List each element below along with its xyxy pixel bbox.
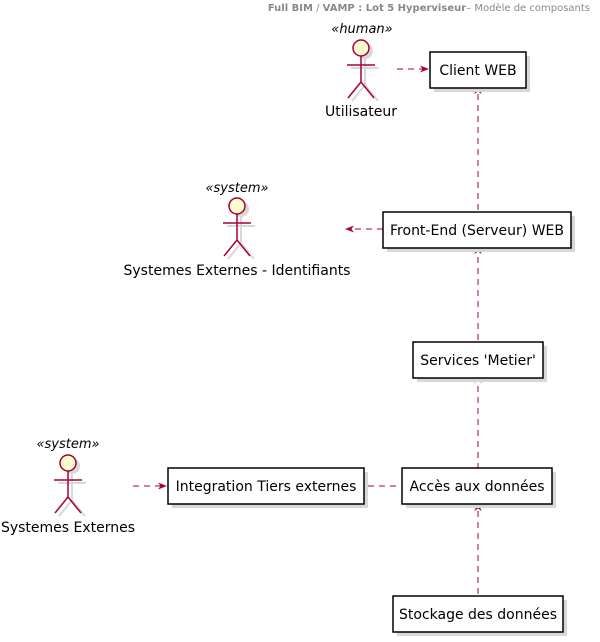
actor-ext-stereotype: «system» [36, 437, 99, 452]
component-client-web: Client WEB [429, 51, 530, 92]
header-separator: / [313, 3, 323, 14]
actor-ext-ident-label: Systemes Externes - Identifiants [124, 263, 351, 279]
header-part3: – Modèle de composants [466, 2, 590, 14]
component-client-web-label: Client WEB [439, 63, 516, 79]
component-services-label: Services 'Metier' [420, 353, 536, 369]
component-stockage-donnees: Stockage des données [392, 595, 567, 636]
component-services-metier: Services 'Metier' [412, 341, 547, 382]
component-front-end-label: Front-End (Serveur) WEB [390, 223, 564, 239]
actor-ext-ident-stereotype: «system» [205, 181, 268, 196]
person-icon [223, 197, 255, 260]
actor-systemes-externes: «system» Systemes Externes [1, 437, 135, 536]
actor-utilisateur: «human» Utilisateur [325, 22, 397, 120]
actor-ext-label: Systemes Externes [1, 520, 135, 536]
header-part2: VAMP : Lot 5 Hyperviseur [323, 3, 467, 14]
header-part1: Full BIM [268, 3, 313, 14]
actor-systemes-externes-identifiants: «system» Systemes Externes - Identifiant… [124, 181, 351, 279]
component-stockage-label: Stockage des données [399, 607, 557, 623]
diagram-header: Full BIM / VAMP : Lot 5 Hyperviseur– Mod… [268, 2, 590, 14]
component-acces-label: Accès aux données [410, 479, 545, 495]
actor-utilisateur-label: Utilisateur [325, 104, 397, 120]
component-integration-label: Integration Tiers externes [176, 479, 357, 495]
person-icon [347, 39, 379, 102]
component-integration: Integration Tiers externes [167, 467, 368, 508]
person-icon [54, 454, 86, 517]
component-acces-donnees: Accès aux données [401, 467, 556, 508]
component-front-end: Front-End (Serveur) WEB [382, 211, 575, 252]
actor-utilisateur-stereotype: «human» [331, 22, 392, 37]
